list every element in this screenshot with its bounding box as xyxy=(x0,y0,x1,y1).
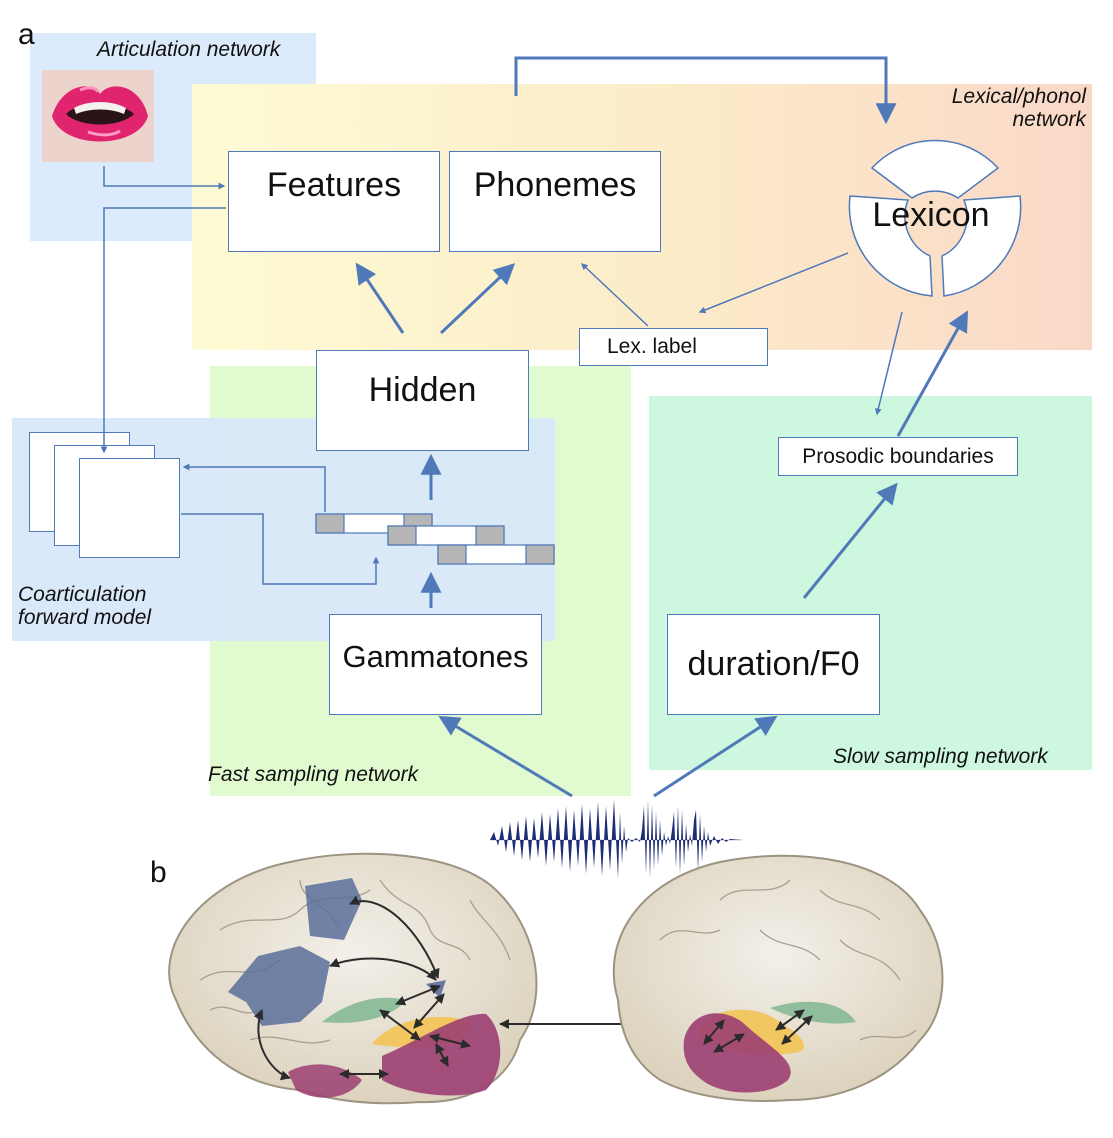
lexical-network-label-line2: network xyxy=(1012,108,1086,132)
arrow-frames-to-coarticulation xyxy=(182,463,326,512)
duration-f0-node: duration/F0 xyxy=(667,614,880,715)
arrow-lexicon-to-lexlabel xyxy=(698,252,849,314)
arrow-lexicon-to-prosodic xyxy=(875,311,903,416)
arrow-hidden-to-phonemes xyxy=(439,263,516,335)
left-arrow-3 xyxy=(254,1009,291,1081)
lexical-network-label: Lexical/phonol network xyxy=(900,85,1086,131)
left-arrow-2 xyxy=(329,957,437,981)
coarticulation-label-line1: Coarticulation xyxy=(18,583,147,606)
left-blue-region-lower xyxy=(228,946,330,1026)
lexicon-ring-right xyxy=(941,195,1022,297)
arrow-waveform-to-gammatones xyxy=(438,715,573,798)
arrow-features-to-coarticulation xyxy=(100,207,226,454)
lexicon-ring-top xyxy=(870,139,1000,199)
arrow-prosodic-to-lexicon xyxy=(896,310,969,437)
phonemes-label: Phonemes xyxy=(473,166,637,204)
arrow-hidden-to-features xyxy=(355,262,405,334)
arrow-lips-to-features xyxy=(103,166,226,190)
fast-sampling-label: Fast sampling network xyxy=(208,763,419,786)
right-green-region xyxy=(770,1001,856,1024)
slow-sampling-label: Slow sampling network xyxy=(833,745,1048,768)
arrow-coarticulation-to-frames xyxy=(181,513,380,585)
features-label: Features xyxy=(266,166,402,204)
lexicon-ring xyxy=(848,139,1022,297)
gammatones-label: Gammatones xyxy=(342,639,529,674)
gammatones-node: Gammatones xyxy=(329,614,542,715)
right-hemisphere-icon xyxy=(612,854,944,1103)
frame-strips xyxy=(315,513,555,565)
lexicon-label: Lexicon xyxy=(872,196,989,234)
coarticulation-label: Coarticulation forward model xyxy=(18,583,151,629)
arrow-duration-to-prosodic xyxy=(802,482,898,599)
left-green-region xyxy=(322,997,406,1023)
features-node: Features xyxy=(228,151,440,252)
coarticulation-label-line2: forward model xyxy=(18,606,152,630)
lex-label-text: Lex. label xyxy=(607,335,697,358)
arrow-lexlabel-to-phonemes xyxy=(581,263,649,327)
lexicon-ring-left xyxy=(848,195,933,297)
phonemes-node: Phonemes xyxy=(449,151,661,252)
prosodic-boundaries-node: Prosodic boundaries xyxy=(778,437,1018,476)
left-hemisphere-icon xyxy=(168,852,538,1105)
panel-letter-b: b xyxy=(150,856,167,889)
lex-label-node: Lex. label xyxy=(579,328,768,366)
hidden-label: Hidden xyxy=(368,371,477,409)
lexical-network-label-line1: Lexical/phonol xyxy=(951,85,1086,108)
prosodic-boundaries-label: Prosodic boundaries xyxy=(802,444,994,468)
arrow-lexical-to-lexicon xyxy=(514,56,897,125)
duration-f0-label: duration/F0 xyxy=(687,645,860,683)
coarticulation-frame-front xyxy=(79,458,180,558)
articulation-network-label: Articulation network xyxy=(97,38,281,61)
waveform-icon xyxy=(490,800,742,878)
left-blue-region-upper xyxy=(305,878,362,940)
arrow-waveform-to-duration xyxy=(653,715,778,798)
panel-letter-a: a xyxy=(18,18,35,51)
hidden-node: Hidden xyxy=(316,350,529,451)
